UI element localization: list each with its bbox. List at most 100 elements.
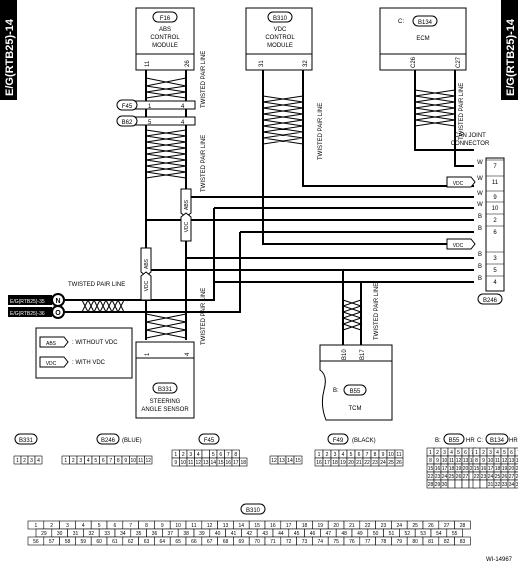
connector-pin: 18 — [240, 460, 246, 466]
connector-cell — [479, 479, 488, 489]
connector-pin: 1 — [64, 458, 67, 464]
connector-pin: 43 — [262, 531, 268, 537]
connector-pin: 26 — [396, 460, 402, 466]
vdc-control-module: B310 VDC CONTROL MODULE 31 32 — [245, 7, 313, 71]
connector-pin: 3 — [189, 452, 192, 458]
connector-cell — [201, 449, 210, 459]
connector-pin: 18 — [302, 523, 308, 529]
abs-twisted-top — [145, 77, 187, 99]
connector-pin: 39 — [199, 531, 205, 537]
steering-angle-sensor: 1 4 B331 STEERING ANGLE SENSOR — [135, 341, 195, 419]
connector-pin: 20 — [463, 466, 469, 472]
legend: ABS : WITHOUT VDC VDC : WITH VDC — [35, 327, 133, 379]
connector-pin: 2 — [436, 450, 439, 456]
connector-pin: 2 — [182, 452, 185, 458]
abs-twisted-mid — [145, 129, 187, 179]
connector-pin: 16 — [225, 460, 231, 466]
connector-pin: 8 — [234, 452, 237, 458]
wire-color-label: B — [478, 264, 482, 270]
connector-cell — [454, 479, 463, 489]
connector-pin: 17 — [324, 460, 330, 466]
svg-text:E/G(RTB25)-14: E/G(RTB25)-14 — [4, 18, 16, 96]
connector-pin: 6 — [219, 452, 222, 458]
connector-pin: 68 — [223, 539, 229, 545]
connector-pin: 49 — [357, 531, 363, 537]
connector-pin: 12 — [195, 460, 201, 466]
connector-pin: 12 — [502, 458, 508, 464]
connector-cell — [514, 455, 518, 465]
connector-pin: 17 — [233, 460, 239, 466]
connector-pin: 15 — [218, 460, 224, 466]
can-joint-pin: 2 — [493, 218, 497, 224]
svg-text:MODULE: MODULE — [267, 43, 293, 49]
svg-text:TCM: TCM — [349, 406, 362, 412]
svg-text:4: 4 — [181, 104, 185, 110]
connector-pin: 4 — [342, 452, 345, 458]
connector-pin: 25 — [495, 474, 501, 480]
connector-pin: 12 — [271, 458, 277, 464]
svg-text:CONTROL: CONTROL — [265, 35, 295, 41]
connector-pin: 15 — [474, 466, 480, 472]
tcm-module: B10 B17 B: B55 TCM — [319, 344, 393, 421]
can-joint-pin: 3 — [493, 256, 497, 262]
connector-pin: 3 — [30, 458, 33, 464]
connector-pin: 66 — [191, 539, 197, 545]
connector-pin: 5 — [212, 452, 215, 458]
abs-control-module: F16 ABS CONTROL MODULE 11 26 — [135, 7, 195, 71]
connector-pin: 11 — [396, 452, 401, 458]
can-joint-pin: 7 — [493, 164, 497, 170]
connector-pin: 3 — [489, 450, 492, 456]
svg-text:5: 5 — [148, 120, 152, 126]
svg-text:1: 1 — [145, 352, 151, 356]
can-joint-pin: 6 — [493, 230, 497, 236]
svg-text:11: 11 — [145, 60, 151, 67]
connector-pin: 51 — [389, 531, 395, 537]
connector-pin: 13 — [279, 458, 285, 464]
connector-pin: 79 — [397, 539, 403, 545]
connector-pin: 10 — [388, 452, 394, 458]
connector-pin: 22 — [364, 460, 370, 466]
svg-text:B:: B: — [333, 388, 339, 394]
abs-connector-f45-b62: F45 B62 1 4 5 4 — [116, 99, 196, 127]
connector-pin: 81 — [428, 539, 434, 545]
svg-text:B134: B134 — [490, 438, 505, 444]
connector-pin: 9 — [482, 458, 485, 464]
connector-pin: 8 — [374, 452, 377, 458]
wire-color-label: B — [478, 214, 482, 220]
connector-pin: 15 — [428, 466, 434, 472]
connector-pin: 19 — [456, 466, 462, 472]
connector-pin: 29 — [41, 531, 47, 537]
connector-pin: 20 — [348, 460, 354, 466]
svg-text:ABS: ABS — [46, 341, 57, 347]
connector-pin: 21 — [356, 460, 362, 466]
connector-pin: 15 — [295, 458, 301, 464]
wire-color-label: W — [477, 160, 483, 166]
vdc-twisted-label: TWISTED PAIR LINE — [318, 103, 324, 160]
connector-pin: 65 — [175, 539, 181, 545]
connector-pin: 4 — [450, 450, 453, 456]
connector-pin: 5 — [98, 523, 101, 529]
svg-text:VDC: VDC — [144, 280, 150, 291]
connector-pin: 2 — [50, 523, 53, 529]
wire-color-label: W — [477, 202, 483, 208]
svg-text:(BLACK): (BLACK) — [352, 438, 376, 444]
connector-cell — [461, 479, 470, 489]
connector-pin: 23 — [481, 474, 487, 480]
connector-pin: 17 — [286, 523, 292, 529]
connector-pin: 13 — [223, 523, 229, 529]
connector-pin: 1 — [16, 458, 19, 464]
connector-pin: 24 — [397, 523, 403, 529]
ecm-module: C: B134 ECM C26 C27 — [379, 7, 467, 71]
svg-text:4: 4 — [185, 352, 191, 356]
connector-pin: 55 — [452, 531, 458, 537]
connector-pin: 50 — [373, 531, 379, 537]
external-refs: E/G(RTB25)-35 N E/G(RTB25)-36 O — [8, 293, 65, 319]
connector-pin: 57 — [49, 539, 55, 545]
connector-pin: 75 — [333, 539, 339, 545]
connector-pin: 41 — [231, 531, 237, 537]
connector-pin: 40 — [215, 531, 221, 537]
connector-pin: 63 — [144, 539, 150, 545]
svg-text:CONTROL: CONTROL — [150, 35, 180, 41]
connector-pin: 9 — [174, 460, 177, 466]
connector-pin: 16 — [481, 466, 487, 472]
